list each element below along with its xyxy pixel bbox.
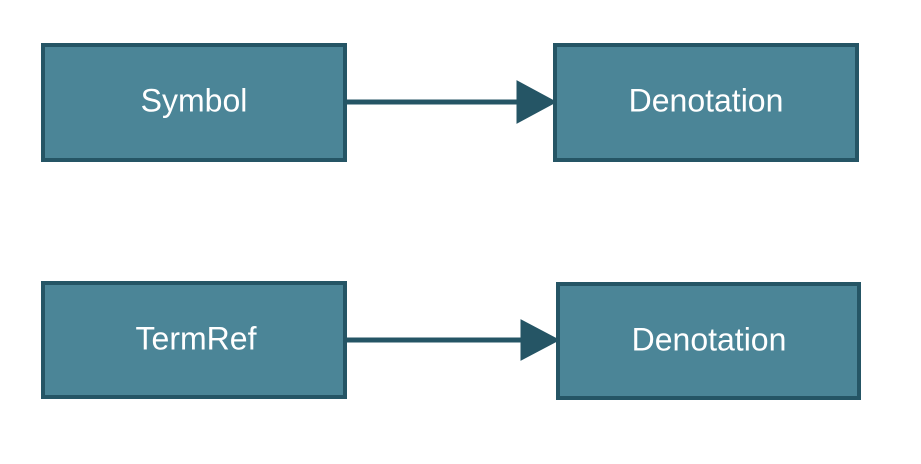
- node-symbol-box: [41, 43, 347, 162]
- edge-termref-to-denotation: [345, 319, 561, 361]
- edge-termref-to-denotation-arrowhead: [520, 319, 561, 361]
- edge-symbol-to-denotation: [345, 80, 558, 124]
- node-termref-label: TermRef: [136, 320, 257, 356]
- node-symbol: Symbol: [41, 43, 347, 162]
- node-termref-box: [41, 281, 347, 399]
- node-termref: TermRef: [41, 281, 347, 399]
- diagram-row-2: TermRef Denotation: [41, 281, 861, 400]
- node-denotation-1: Denotation: [553, 43, 859, 162]
- node-denotation-1-box: [553, 43, 859, 162]
- edge-symbol-to-denotation-arrowhead: [516, 80, 558, 124]
- node-symbol-label: Symbol: [141, 82, 248, 118]
- node-denotation-1-label: Denotation: [629, 82, 784, 118]
- node-denotation-2: Denotation: [556, 282, 861, 400]
- node-denotation-2-box: [556, 282, 861, 400]
- node-denotation-2-label: Denotation: [632, 321, 787, 357]
- diagram-row-1: Symbol Denotation: [41, 43, 859, 162]
